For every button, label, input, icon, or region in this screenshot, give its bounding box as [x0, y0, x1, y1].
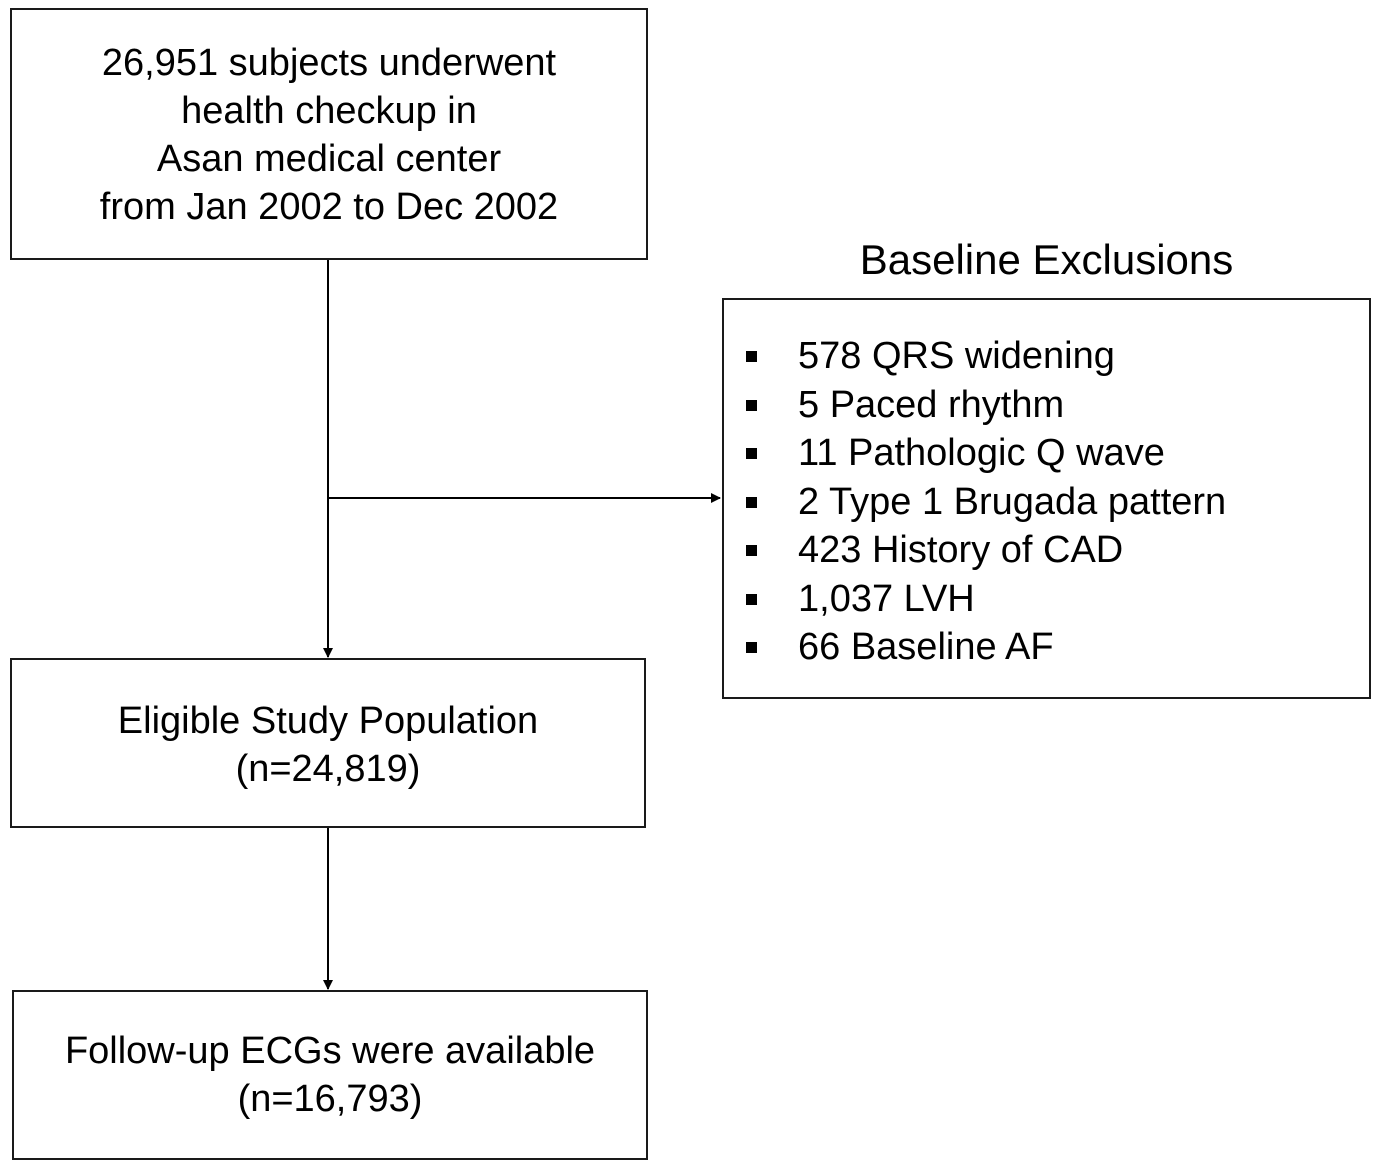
eligible-line: Eligible Study Population	[117, 700, 539, 742]
followup-population-text: Follow-up ECGs were available (n=16,793)	[14, 1027, 646, 1123]
square-bullet-icon	[746, 351, 757, 362]
square-bullet-icon	[746, 496, 757, 508]
start-line: health checkup in	[181, 90, 477, 132]
exclusion-label: 423 History of CAD	[798, 529, 1124, 571]
exclusion-label: 578 QRS widening	[798, 335, 1115, 377]
square-bullet-icon	[746, 399, 757, 411]
start-population-text: 26,951 subjects underwent health checkup…	[12, 39, 646, 231]
start-population-box: 26,951 subjects underwent health checkup…	[10, 8, 648, 260]
exclusion-label: 2 Type 1 Brugada pattern	[798, 480, 1227, 523]
followup-population-box: Follow-up ECGs were available (n=16,793)	[12, 990, 648, 1160]
start-line: 26,951 subjects underwent	[101, 42, 557, 84]
square-bullet-icon	[746, 545, 757, 556]
exclusion-label: 1,037 LVH	[798, 577, 975, 620]
followup-line: Follow-up ECGs were available	[64, 1030, 596, 1072]
square-bullet-icon	[746, 642, 757, 653]
start-line: Asan medical center	[156, 138, 502, 180]
exclusions-title: Baseline Exclusions	[859, 236, 1234, 283]
start-line: from Jan 2002 to Dec 2002	[99, 186, 559, 228]
followup-line: (n=16,793)	[237, 1078, 423, 1120]
eligible-population-text: Eligible Study Population (n=24,819)	[12, 697, 644, 793]
square-bullet-icon	[746, 593, 757, 605]
exclusion-label: 5 Paced rhythm	[798, 383, 1065, 426]
eligible-line: (n=24,819)	[235, 748, 421, 790]
exclusion-label: 66 Baseline AF	[798, 626, 1054, 668]
exclusion-label: 11 Pathologic Q wave	[798, 432, 1165, 474]
exclusions-box: 578 QRS widening 5 Paced rhythm 11 Patho…	[722, 298, 1371, 699]
square-bullet-icon	[746, 448, 757, 459]
eligible-population-box: Eligible Study Population (n=24,819)	[10, 658, 646, 828]
